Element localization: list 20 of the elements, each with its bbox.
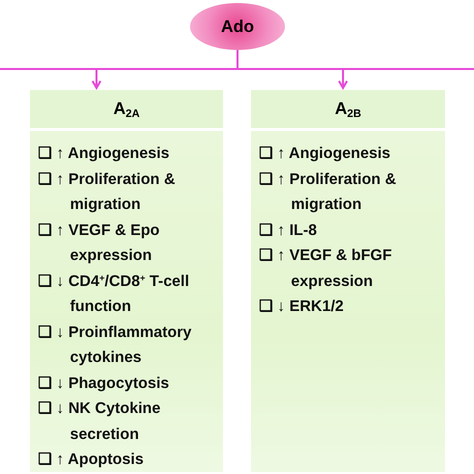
effect-item: ❑ ↓ Proinflammatory cytokines (38, 322, 193, 368)
effects-panel (251, 131, 445, 472)
receptor-header-box (251, 90, 445, 128)
effect-item: ❑ ↓ CD4$^{+}$/CD8$^{+}$ T-cell function (38, 272, 190, 317)
effect-item: ❑ ↑ VEGF & Epo expression (38, 220, 161, 266)
effects-panel (30, 131, 223, 472)
effect-item: ❑ ↑ Proliferation & migration (38, 170, 176, 215)
receptor-label: A$_{2A}$ (113, 98, 140, 122)
effect-item: ❑ ↓ Phagocytosis (38, 374, 170, 394)
effect-item: ❑ ↓ NK Cytokine secretion (38, 399, 162, 444)
effect-item: ❑ ↑ VEGF & bFGF expression (259, 246, 393, 292)
effect-item: ❑ ↑ Angiogenesis (38, 144, 170, 164)
effect-item: ❑ ↑ Apoptosis (38, 450, 145, 470)
effect-item: ❑ ↓ ERK1/2 (259, 297, 345, 317)
receptor-header-box (30, 90, 223, 128)
node-label: Ado (220, 16, 254, 38)
effect-item: ❑ ↑ IL-8 (259, 220, 318, 240)
receptor-label: A$_{2B}$ (334, 98, 362, 122)
effect-item: ❑ ↑ Proliferation & migration (259, 170, 398, 215)
effect-item: ❑ ↑ Angiogenesis (259, 144, 392, 164)
